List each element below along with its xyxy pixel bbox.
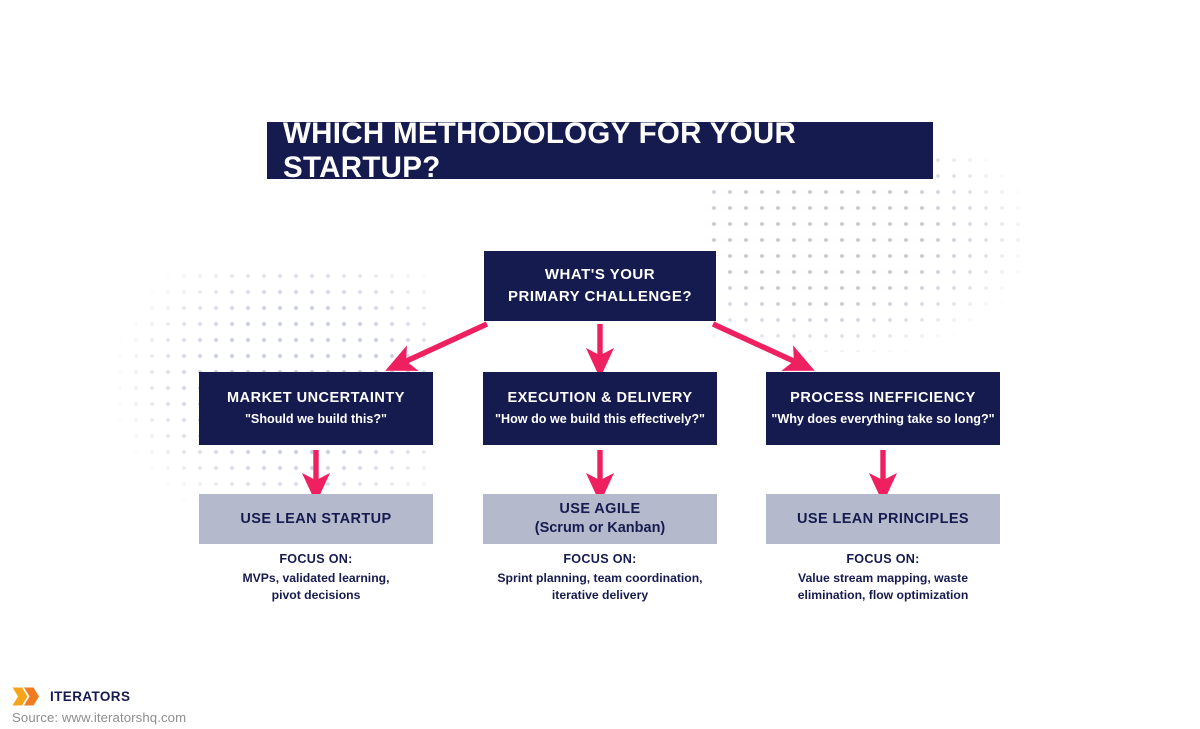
iterators-chevrons-icon (12, 687, 39, 705)
root-line-2: PRIMARY CHALLENGE? (507, 288, 692, 305)
recommendation-box-lean-principles: USE LEAN PRINCIPLES (766, 494, 1000, 544)
focus-label-1: FOCUS ON: (563, 552, 637, 566)
recommendation-title-1: USE AGILE (559, 501, 641, 518)
focus-text-1-line-2: iterative delivery (551, 588, 649, 603)
recommendation-box-agile: USE AGILE (Scrum or Kanban) (483, 494, 717, 544)
recommendation-title-2: USE LEAN PRINCIPLES (797, 510, 969, 527)
challenge-title-0: MARKET UNCERTAINTY (227, 389, 405, 406)
arrow-root-to-left (385, 321, 489, 371)
focus-block-2: FOCUS ON: Value stream mapping, waste el… (756, 552, 1010, 605)
recommendation-title-0: USE LEAN STARTUP (240, 510, 392, 527)
source-line: Source: www.iteratorshq.com (12, 710, 187, 725)
challenge-box-execution-delivery: EXECUTION & DELIVERY "How do we build th… (483, 372, 717, 445)
root-decision-box: WHAT'S YOUR PRIMARY CHALLENGE? (484, 251, 716, 321)
focus-text-1-line-1: Sprint planning, team coordination, (497, 571, 703, 585)
challenge-quote-1: "How do we build this effectively?" (495, 412, 705, 427)
brand-name: ITERATORS (50, 688, 131, 704)
footer: ITERATORS Source: www.iteratorshq.com (12, 686, 186, 725)
page-title: WHICH METHODOLOGY FOR YOUR STARTUP? (267, 117, 933, 184)
focus-text-2-line-2: elimination, flow optimization (797, 588, 969, 603)
focus-text-2-line-1: Value stream mapping, waste (797, 571, 968, 585)
recommendation-subtitle-1: (Scrum or Kanban) (534, 520, 666, 536)
challenge-title-1: EXECUTION & DELIVERY (507, 389, 693, 406)
focus-block-0: FOCUS ON: MVPs, validated learning, pivo… (189, 552, 443, 605)
brand-logo: ITERATORS (12, 686, 186, 706)
recommendation-box-lean-startup: USE LEAN STARTUP (199, 494, 433, 544)
page-title-text: WHICH METHODOLOGY FOR YOUR STARTUP? (283, 116, 797, 184)
challenge-quote-2: "Why does everything take so long?" (771, 412, 995, 427)
focus-text-0-line-2: pivot decisions (271, 588, 361, 603)
challenge-box-market-uncertainty: MARKET UNCERTAINTY "Should we build this… (199, 372, 433, 445)
root-line-1: WHAT'S YOUR (544, 266, 656, 284)
focus-label-2: FOCUS ON: (846, 552, 920, 566)
challenge-title-2: PROCESS INEFFICIENCY (790, 389, 976, 406)
challenge-box-process-inefficiency: PROCESS INEFFICIENCY "Why does everythin… (766, 372, 1000, 445)
arrow-root-to-right (711, 321, 815, 371)
focus-label-0: FOCUS ON: (279, 552, 353, 566)
focus-text-0-line-1: MVPs, validated learning, (242, 571, 390, 585)
focus-block-1: FOCUS ON: Sprint planning, team coordina… (473, 552, 727, 605)
challenge-quote-0: "Should we build this?" (244, 412, 388, 427)
